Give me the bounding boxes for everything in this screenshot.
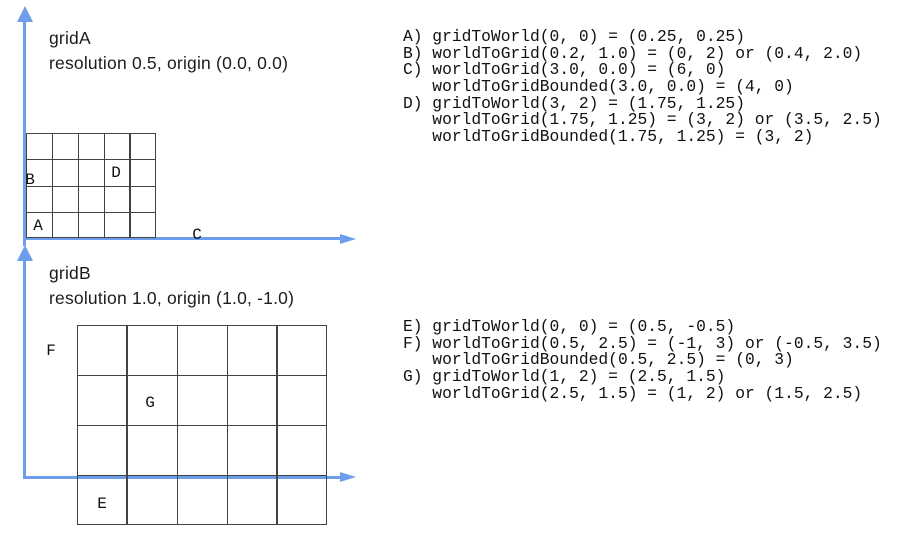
grid-line-horizontal xyxy=(77,425,327,426)
grid-b-plot xyxy=(77,325,327,525)
code-line: worldToGridBounded(0.5, 2.5) = (0, 3) xyxy=(403,350,794,370)
code-line: worldToGridBounded(1.75, 1.25) = (3, 2) xyxy=(403,126,814,146)
grid-b-x-axis-arrowhead-icon xyxy=(340,472,356,482)
code-line: G) gridToWorld(1, 2) = (2.5, 1.5) xyxy=(403,366,726,386)
grid-a-y-axis xyxy=(23,20,26,246)
grid-b-y-axis xyxy=(23,259,26,478)
grid-line-horizontal xyxy=(26,211,156,213)
point-label-f: F xyxy=(46,342,56,360)
point-label-e: E xyxy=(97,495,107,513)
grid-a-heading: gridA resolution 0.5, origin (0.0, 0.0) xyxy=(49,26,288,76)
code-line: worldToGrid(1.75, 1.25) = (3, 2) or (3.5… xyxy=(403,110,882,130)
grid-line-horizontal xyxy=(26,185,156,187)
grid-line-horizontal xyxy=(26,159,156,161)
grid-a-plot xyxy=(26,133,156,238)
grid-b-annotations: E) gridToWorld(0, 0) = (0.5, -0.5) F) wo… xyxy=(403,317,882,403)
code-line: A) gridToWorld(0, 0) = (0.25, 0.25) xyxy=(403,27,745,46)
grid-a-title: gridA xyxy=(49,28,91,48)
grid-line-horizontal xyxy=(77,375,327,376)
grid-a-x-axis-arrowhead-icon xyxy=(340,234,356,244)
grid-b-heading: gridB resolution 1.0, origin (1.0, -1.0) xyxy=(49,261,294,311)
grid-b-x-axis xyxy=(23,476,341,479)
grid-a-subtitle: resolution 0.5, origin (0.0, 0.0) xyxy=(49,53,289,73)
grid-a-annotations: A) gridToWorld(0, 0) = (0.25, 0.25) B) w… xyxy=(403,27,882,146)
grid-line-horizontal xyxy=(77,325,327,326)
grid-a-x-axis xyxy=(23,237,341,240)
code-line: B) worldToGrid(0.2, 1.0) = (0, 2) or (0.… xyxy=(403,43,863,63)
point-label-b: B xyxy=(25,171,35,189)
point-label-c: C xyxy=(192,226,202,244)
grid-b-title: gridB xyxy=(49,263,91,283)
grid-b-y-axis-arrowhead-icon xyxy=(17,245,33,261)
grid-b-subtitle: resolution 1.0, origin (1.0, -1.0) xyxy=(49,288,295,308)
grid-line-horizontal xyxy=(77,475,327,476)
code-line: E) gridToWorld(0, 0) = (0.5, -0.5) xyxy=(403,317,736,336)
code-line: D) gridToWorld(3, 2) = (1.75, 1.25) xyxy=(403,93,745,113)
code-line: C) worldToGrid(3.0, 0.0) = (6, 0) xyxy=(403,60,726,80)
grid-line-horizontal xyxy=(26,237,156,238)
grid-line-horizontal xyxy=(77,524,327,525)
code-line: worldToGridBounded(3.0, 0.0) = (4, 0) xyxy=(403,76,794,96)
point-label-g: G xyxy=(145,394,155,412)
code-line: F) worldToGrid(0.5, 2.5) = (-1, 3) or (-… xyxy=(403,333,882,353)
point-label-a: A xyxy=(33,217,43,235)
grid-a-y-axis-arrowhead-icon xyxy=(17,6,33,22)
point-label-d: D xyxy=(111,164,121,182)
grid-line-horizontal xyxy=(26,133,156,134)
code-line: worldToGrid(2.5, 1.5) = (1, 2) or (1.5, … xyxy=(403,383,863,403)
